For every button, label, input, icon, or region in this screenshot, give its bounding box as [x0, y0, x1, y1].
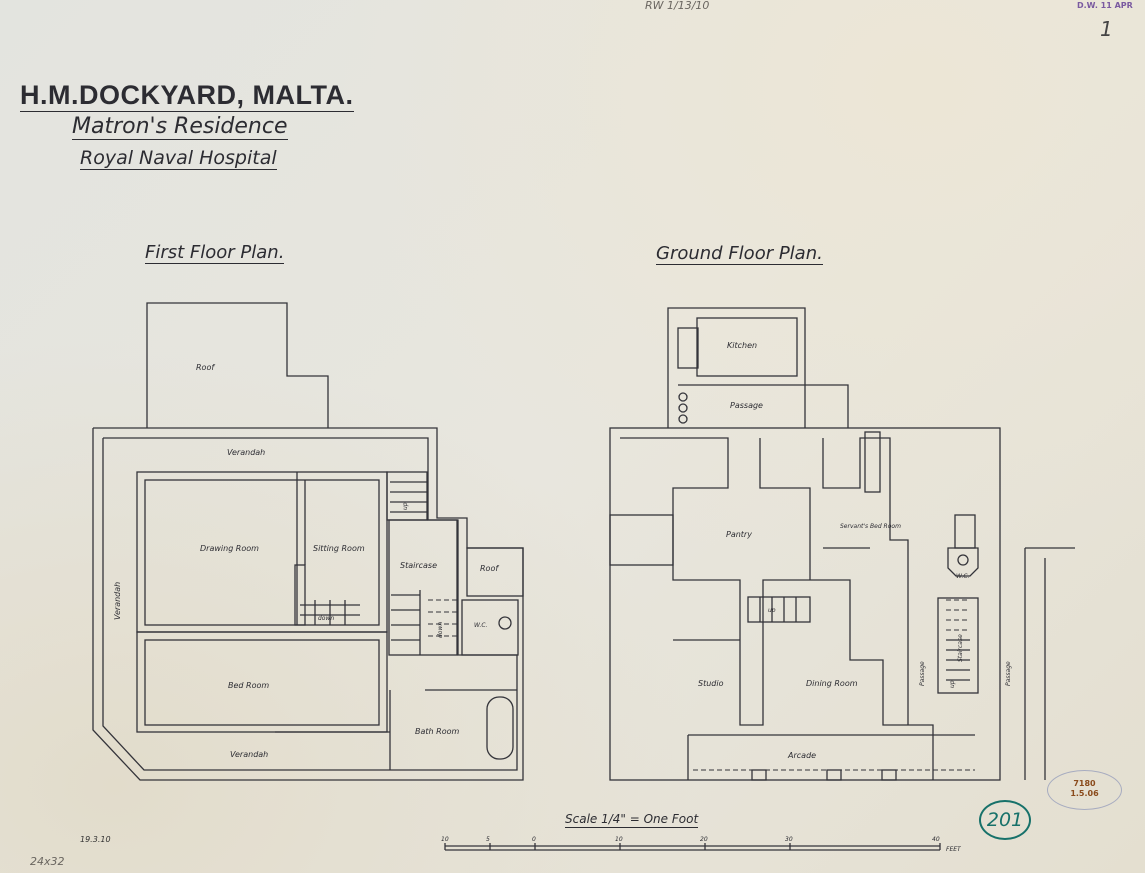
room-label: W.C.	[956, 573, 970, 580]
scale-tick-label: 30	[785, 836, 793, 843]
room-label: Roof	[480, 564, 499, 573]
stair-label: down	[318, 615, 334, 622]
room-label: W.C.	[474, 622, 488, 629]
room-label: Verandah	[113, 582, 122, 620]
room-label: Sitting Room	[313, 544, 365, 553]
first-floor-title: First Floor Plan.	[145, 242, 285, 264]
scale-tick-label: 10	[441, 836, 449, 843]
room-label: Arcade	[787, 751, 816, 760]
oval-stamp: 7180 1.5.06	[1047, 770, 1122, 810]
room-label: Kitchen	[727, 341, 757, 350]
room-label: Passage	[1005, 661, 1012, 686]
room-label: Verandah	[227, 448, 265, 457]
stair-label: down	[437, 622, 444, 638]
scale-tick-label: 5	[486, 836, 490, 843]
scale-tick-label: 10	[615, 836, 623, 843]
sheet-number: 1	[1100, 17, 1113, 41]
ground-floor-title: Ground Floor Plan.	[656, 243, 823, 265]
room-label: Pantry	[726, 530, 752, 539]
scale-unit: FEET	[946, 846, 962, 853]
room-label: Bed Room	[228, 681, 269, 690]
scale-tick-label: 40	[932, 836, 940, 843]
scale-bar: 10 5 0 10 20 30 40 FEET	[441, 836, 962, 853]
room-label: Studio	[698, 679, 724, 688]
drawing-subtitle-2: Royal Naval Hospital	[80, 147, 277, 170]
scale-tick-label: 20	[700, 836, 708, 843]
date-stamp: D.W. 11 APR	[1077, 1, 1133, 10]
drawing-number: 201	[979, 800, 1031, 840]
drawing-subtitle: Matron's Residence	[72, 114, 288, 140]
oval-stamp-line: 7180	[1073, 779, 1096, 788]
stair-label: up	[768, 607, 776, 614]
size-note: 24x32	[30, 855, 65, 868]
scale-tick-label: 0	[532, 836, 536, 843]
room-label: Roof	[196, 363, 215, 372]
room-label: Passage	[919, 661, 926, 686]
stair-label: up	[949, 680, 956, 688]
room-label: Passage	[730, 401, 763, 410]
initials-date: 19.3.10	[80, 835, 111, 844]
oval-stamp-line: 1.5.06	[1070, 789, 1099, 798]
room-label: Dining Room	[806, 679, 858, 688]
ground-floor-plan: Kitchen Passage Pantry Servant's Bed Roo…	[609, 307, 1075, 781]
room-label: Verandah	[230, 750, 268, 759]
room-label: Staircase	[400, 561, 437, 570]
first-floor-plan: Roof Verandah Verandah Drawing Room Sitt…	[92, 302, 524, 781]
room-label: Staircase	[957, 634, 964, 662]
room-label: Servant's Bed Room	[840, 523, 901, 530]
room-label: Bath Room	[415, 727, 459, 736]
drawing-title: H.M.DOCKYARD, MALTA.	[20, 80, 354, 112]
stair-label: up	[402, 502, 409, 510]
pencil-reference: RW 1/13/10	[645, 0, 710, 12]
scale-label: Scale 1/4" = One Foot	[565, 812, 699, 828]
room-label: Drawing Room	[200, 544, 259, 553]
